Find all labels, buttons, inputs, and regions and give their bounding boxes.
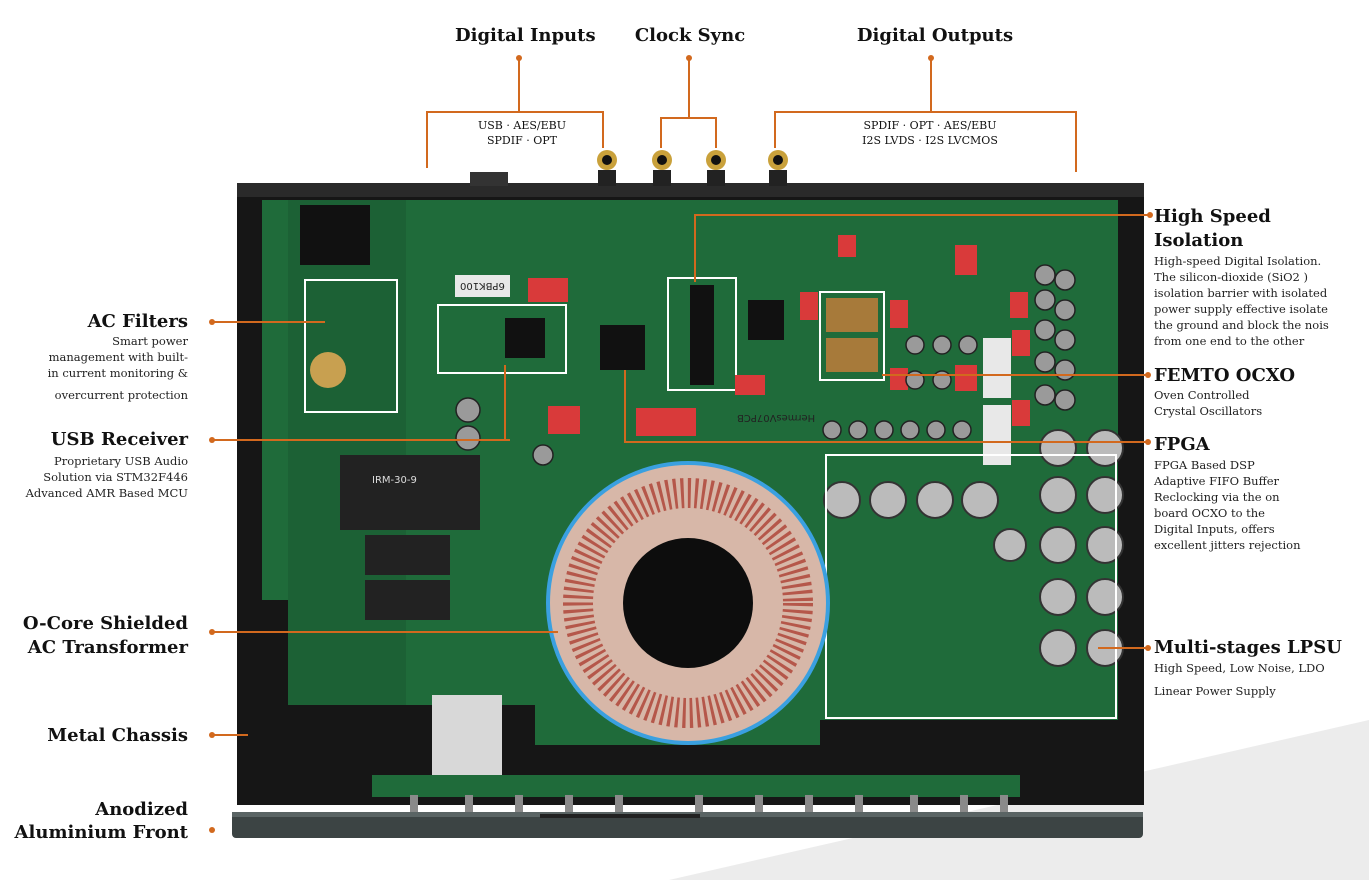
toroidal-transformer bbox=[546, 461, 830, 745]
fpga-title: FPGA bbox=[1154, 434, 1210, 455]
ocxo-line: Crystal Oscillators bbox=[1154, 404, 1263, 418]
ocxo-line: Oven Controlled bbox=[1154, 388, 1250, 402]
fpga-line: Reclocking via the on bbox=[1154, 490, 1280, 504]
aluminium-front bbox=[232, 812, 1143, 838]
fpga-line: FPGA Based DSP bbox=[1154, 458, 1255, 472]
ac-filters-line: in current monitoring & bbox=[47, 366, 188, 380]
ocxo-title: FEMTO OCXO bbox=[1154, 365, 1296, 386]
ac-filters-line: management with built- bbox=[48, 350, 188, 364]
ocxo-box bbox=[819, 291, 885, 381]
usb-receiver-line: Solution via STM32F446 bbox=[43, 470, 188, 484]
leader-lines bbox=[212, 58, 1150, 736]
front-title-2: Aluminium Front bbox=[14, 822, 188, 843]
digital-inputs-line1: USB · AES/EBU bbox=[478, 119, 566, 132]
clock-sync-title: Clock Sync bbox=[634, 25, 746, 46]
isolation-line: from one end to the other bbox=[1154, 334, 1305, 348]
pcb-silk-label: HermesV07PCB bbox=[737, 412, 816, 423]
usb-receiver-line: Proprietary USB Audio bbox=[54, 454, 188, 468]
capacitor-bank bbox=[455, 264, 1124, 667]
isolation-line: the ground and block the nois bbox=[1154, 318, 1329, 332]
psu-label: IRM-30-9 bbox=[372, 475, 417, 486]
fpga-line: Digital Inputs, offers bbox=[1154, 522, 1275, 536]
transformer-title-1: O-Core Shielded bbox=[22, 613, 188, 634]
digital-inputs-title: Digital Inputs bbox=[455, 25, 596, 46]
digital-inputs-line2: SPDIF · OPT bbox=[487, 134, 557, 147]
digital-outputs-line1: SPDIF · OPT · AES/EBU bbox=[863, 119, 997, 132]
digital-outputs-line2: I2S LVDS · I2S LVCMOS bbox=[862, 134, 998, 147]
ribbon-cable bbox=[432, 695, 502, 790]
chassis-title: Metal Chassis bbox=[47, 725, 188, 746]
usb-receiver-title: USB Receiver bbox=[50, 429, 188, 450]
fpga-line: board OCXO to the bbox=[1154, 506, 1265, 520]
ac-filters-line: Smart power bbox=[112, 334, 188, 348]
usb-receiver-line: Advanced AMR Based MCU bbox=[25, 486, 188, 500]
digital-outputs-title: Digital Outputs bbox=[856, 25, 1014, 46]
ac-filters-title: AC Filters bbox=[87, 311, 188, 332]
isolation-line: High-speed Digital Isolation. bbox=[1154, 254, 1322, 268]
fpga-line: excellent jitters rejection bbox=[1154, 538, 1301, 552]
lpsu-line: High Speed, Low Noise, LDO bbox=[1154, 661, 1325, 675]
front-title-1: Anodized bbox=[95, 799, 188, 820]
isolation-line: isolation barrier with isolated bbox=[1154, 286, 1328, 300]
rear-connectors bbox=[470, 150, 788, 186]
chip-label: 6PBK100 bbox=[460, 280, 505, 291]
transformer-title-2: AC Transformer bbox=[27, 637, 188, 658]
chassis-lip bbox=[237, 183, 1144, 197]
fpga-line: Adaptive FIFO Buffer bbox=[1154, 474, 1280, 488]
isolation-title-2: Isolation bbox=[1154, 230, 1244, 251]
isolation-title-1: High Speed bbox=[1154, 206, 1271, 227]
lpsu-title: Multi-stages LPSU bbox=[1154, 637, 1342, 658]
ac-filters-line: overcurrent protection bbox=[54, 388, 188, 402]
isolation-line: The silicon-dioxide (SiO2 ) bbox=[1154, 270, 1309, 284]
psu-board bbox=[288, 200, 406, 705]
lpsu-line: Linear Power Supply bbox=[1154, 684, 1276, 698]
isolation-line: power supply effective isolate bbox=[1154, 302, 1328, 316]
front-board bbox=[372, 775, 1020, 797]
